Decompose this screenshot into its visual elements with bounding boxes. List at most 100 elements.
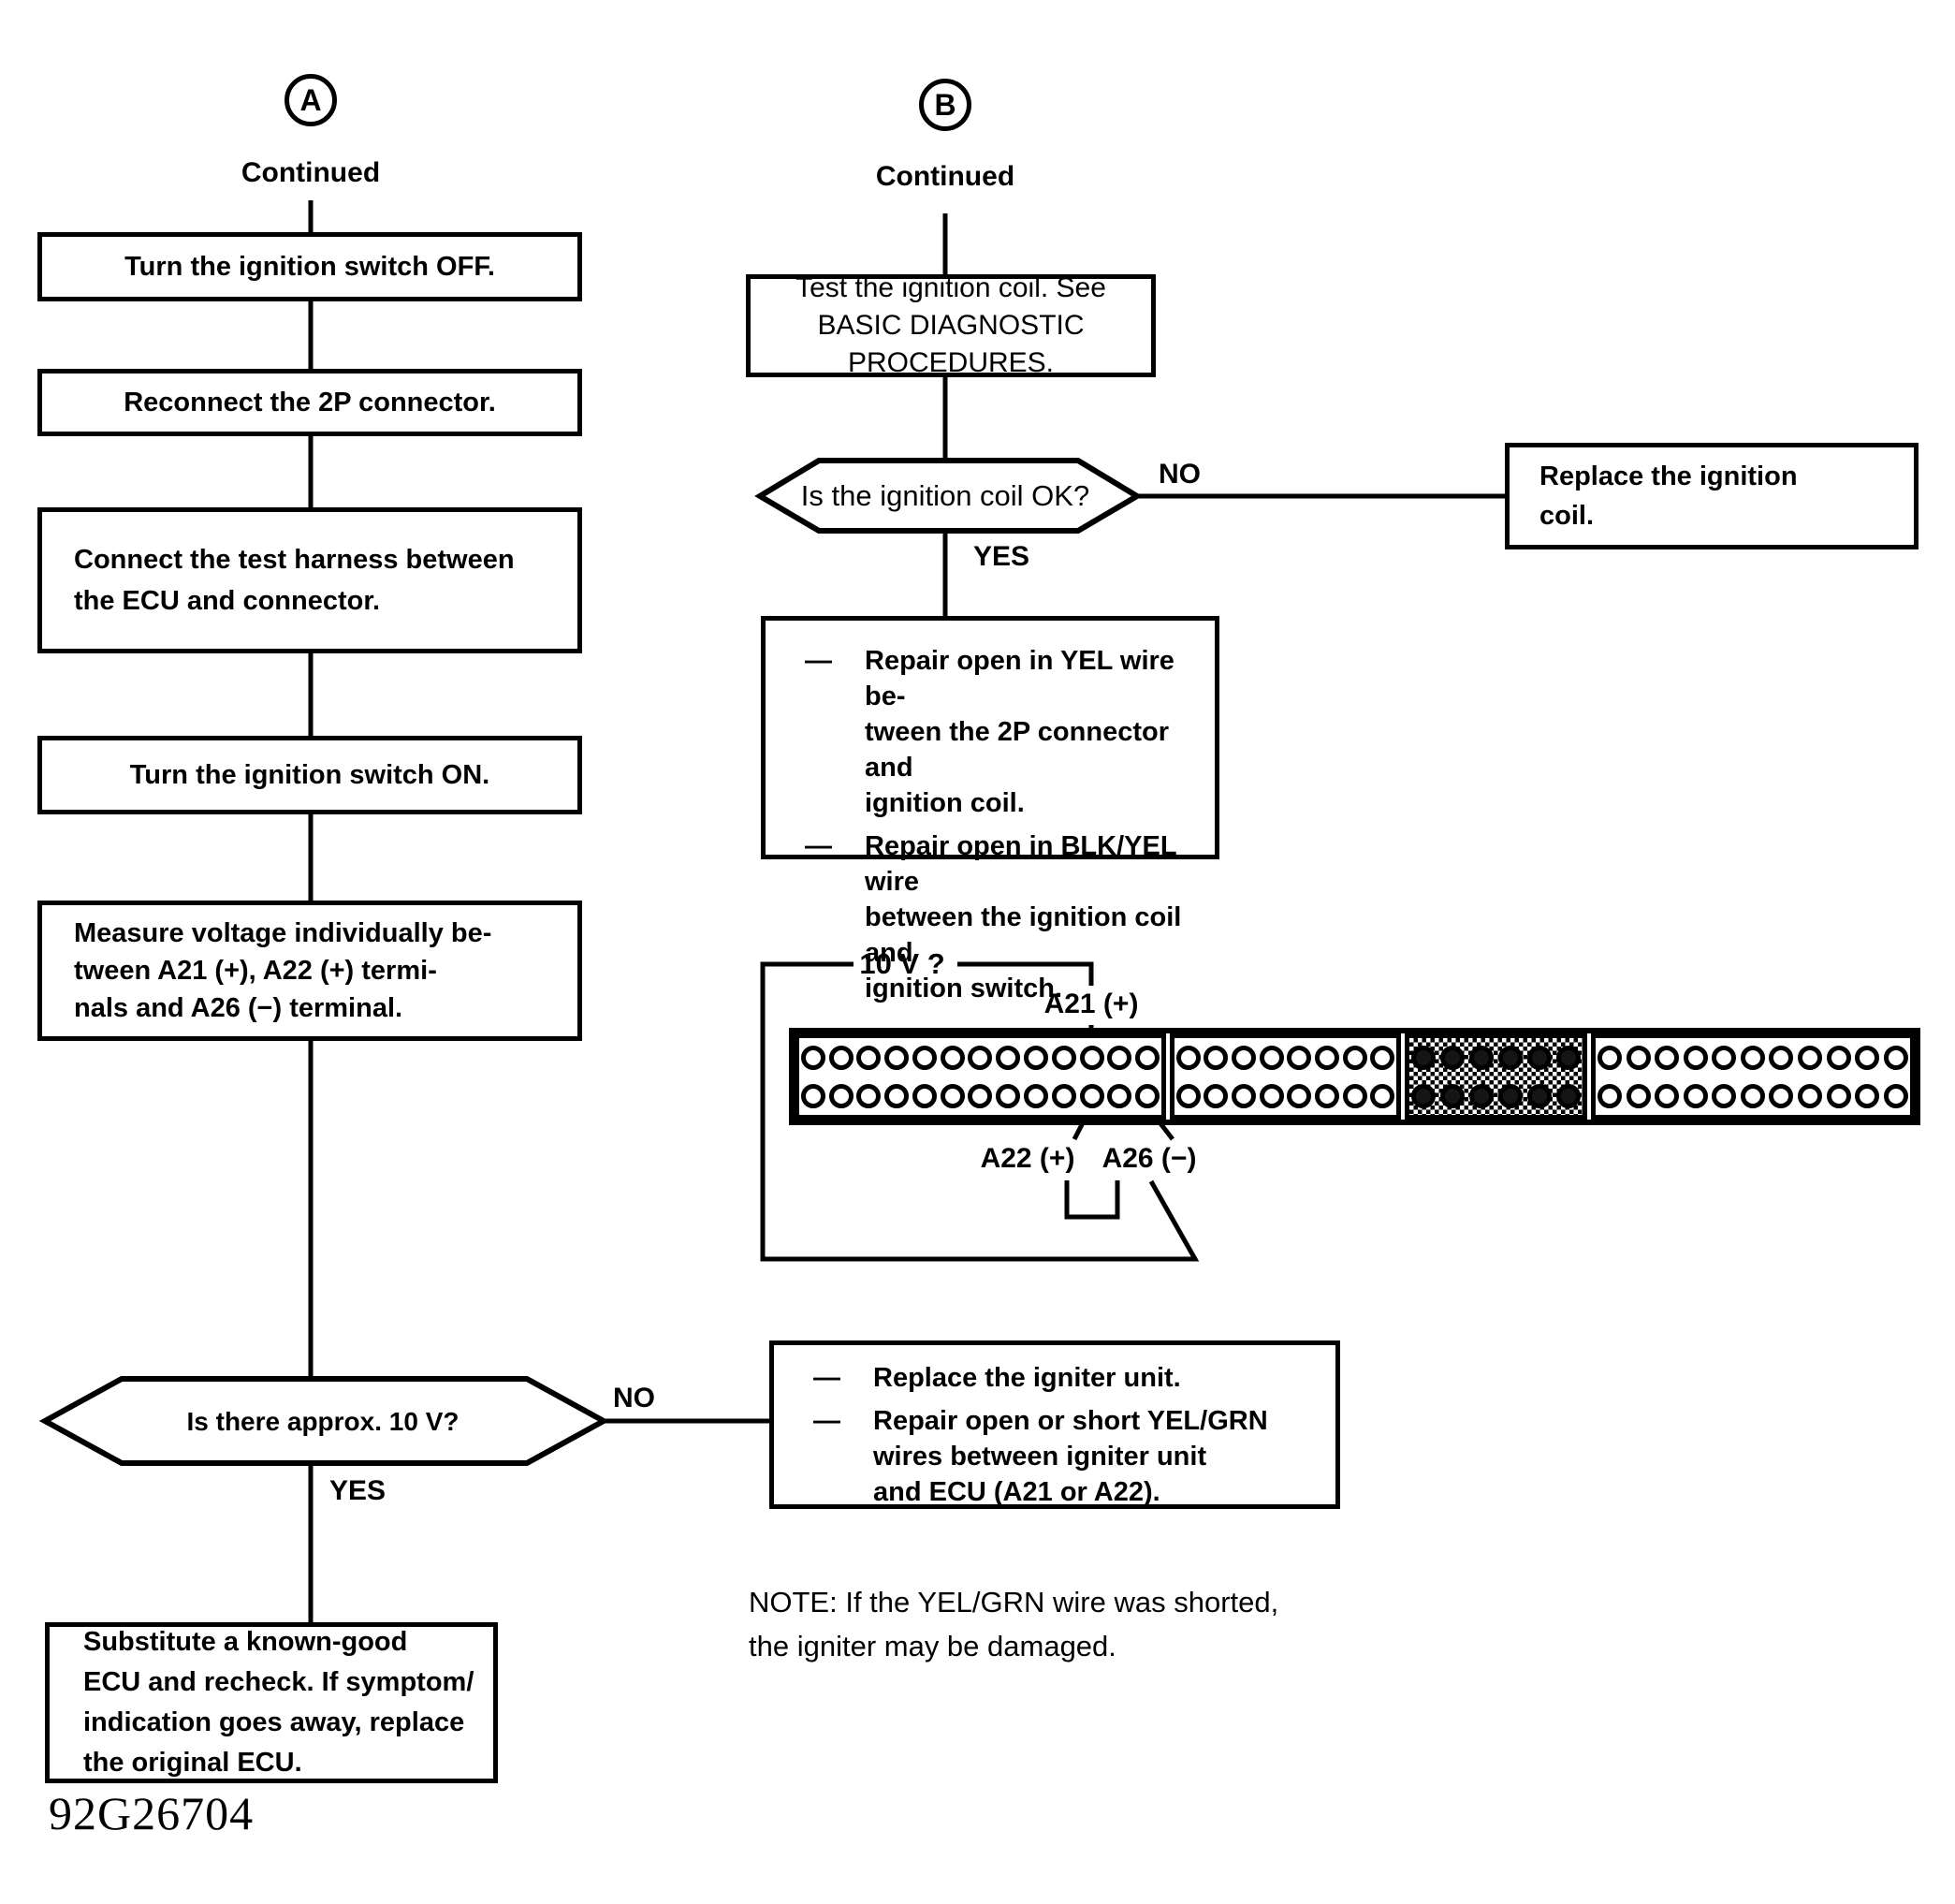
connector-pin — [1469, 1083, 1495, 1108]
igniter-item: — Replace the igniter unit. — [774, 1360, 1335, 1396]
connector-pin — [1683, 1083, 1708, 1108]
igniter-item: — Repair open or short YEL/GRN wires bet… — [774, 1403, 1335, 1510]
connector-pin-row — [799, 1045, 1161, 1070]
bullet-dash: — — [813, 1363, 840, 1393]
decision-approx-10v: Is there approx. 10 V? — [186, 1406, 460, 1436]
connector-pin — [1259, 1045, 1284, 1070]
connector-pin — [1175, 1045, 1201, 1070]
connector-pin — [1826, 1045, 1851, 1070]
connector-pin — [996, 1045, 1021, 1070]
connector-pin — [1079, 1083, 1104, 1108]
note-text: NOTE: If the YEL/GRN wire was shorted, t… — [749, 1586, 1279, 1662]
connector-pin — [800, 1045, 825, 1070]
decision-b-yes-label: YES — [973, 541, 1030, 572]
connector-pin — [1826, 1083, 1851, 1108]
connector-pin — [1497, 1083, 1523, 1108]
connector-pin — [1855, 1083, 1880, 1108]
result-replace-ignition-coil: Replace the ignition coil. — [1505, 443, 1919, 549]
step-test-ignition-coil: Test the ignition coil. See BASIC DIAGNO… — [746, 272, 1156, 378]
result-repair-yel-wires: — Repair open in YEL wire be- tween the … — [761, 616, 1219, 1003]
connector-block-1 — [795, 1033, 1166, 1120]
connector-pin — [1024, 1083, 1048, 1108]
pin-a22-label: A22 (+) — [980, 1143, 1075, 1174]
repair-item: — Repair open in BLK/YEL wire between th… — [766, 828, 1215, 1006]
connector-pin — [1598, 1045, 1623, 1070]
decision-a-no-label: NO — [613, 1383, 655, 1413]
connector-pin-row — [799, 1083, 1161, 1108]
connector-pin — [1555, 1083, 1581, 1108]
connector-pin — [1655, 1083, 1680, 1108]
decision-hexagon-b — [754, 458, 1143, 534]
connector-pin — [1469, 1045, 1495, 1070]
step-measure-voltage: Measure voltage individually be- tween A… — [37, 901, 582, 1041]
connector-pin — [1797, 1045, 1822, 1070]
connector-block-2 — [1170, 1033, 1401, 1120]
voltage-question-label: 10 V ? — [859, 947, 945, 980]
connector-pin — [1883, 1083, 1908, 1108]
pin-a26-label: A26 (−) — [1102, 1143, 1197, 1174]
marker-b-letter: B — [934, 87, 956, 122]
connector-pin — [1135, 1045, 1160, 1070]
connector-pin — [1440, 1083, 1466, 1108]
connector-pin — [1232, 1083, 1257, 1108]
connector-pin — [1259, 1083, 1284, 1108]
connector-pin — [1024, 1045, 1048, 1070]
decision-hexagon-a — [38, 1376, 610, 1466]
connector-pin — [1526, 1083, 1552, 1108]
connector-pin — [1204, 1083, 1229, 1108]
continuation-marker-b: B — [919, 79, 971, 131]
connector-pin — [884, 1045, 910, 1070]
connector-block-4 — [1591, 1033, 1915, 1120]
connector-pin-row — [1596, 1083, 1910, 1108]
connector-pin — [1855, 1045, 1880, 1070]
connector-pin — [1107, 1083, 1132, 1108]
continued-label-a: Continued — [241, 157, 381, 188]
connector-pin — [1135, 1083, 1160, 1108]
connector-pin-row — [1174, 1083, 1396, 1108]
connector-pin — [1107, 1045, 1132, 1070]
connector-pin-row — [1596, 1045, 1910, 1070]
ecu-connector — [789, 1028, 1920, 1125]
connector-pin — [1626, 1083, 1651, 1108]
connector-pin — [1740, 1045, 1765, 1070]
connector-pin — [1051, 1045, 1076, 1070]
connector-pin — [1555, 1045, 1581, 1070]
connector-pin — [1411, 1045, 1437, 1070]
connector-pin — [940, 1045, 965, 1070]
connector-pin — [1497, 1045, 1523, 1070]
step-turn-ignition-on: Turn the ignition switch ON. — [37, 736, 582, 814]
connector-pin — [800, 1083, 825, 1108]
connector-pin — [1797, 1083, 1822, 1108]
connector-pin — [884, 1083, 910, 1108]
bullet-dash: — — [805, 831, 832, 861]
connector-pin — [996, 1083, 1021, 1108]
connector-pin — [828, 1083, 853, 1108]
measure-bracket-line — [760, 961, 1200, 1262]
connector-pin — [968, 1045, 993, 1070]
connector-pin — [1370, 1083, 1395, 1108]
connector-pin — [1683, 1045, 1708, 1070]
bullet-dash: — — [813, 1406, 840, 1436]
measure-u-bracket — [1064, 1180, 1120, 1220]
bullet-dash: — — [805, 646, 832, 676]
bullet-text: Replace the igniter unit. — [873, 1363, 1181, 1393]
connector-pin-row — [1409, 1083, 1583, 1108]
step-reconnect-2p-connector: Reconnect the 2P connector. — [37, 369, 582, 436]
bullet-text: Repair open in YEL wire be- tween the 2P… — [865, 646, 1174, 818]
connector-pin — [1883, 1045, 1908, 1070]
connector-pin — [1740, 1083, 1765, 1108]
pin-a21-label: A21 (+) — [1043, 989, 1139, 1019]
connector-pin — [1626, 1045, 1651, 1070]
decision-ignition-coil-ok: Is the ignition coil OK? — [800, 479, 1090, 512]
connector-pin — [912, 1045, 937, 1070]
decision-a-yes-label: YES — [329, 1475, 387, 1506]
connector-pin — [940, 1083, 965, 1108]
connector-pin — [912, 1083, 937, 1108]
bullet-text: Repair open or short YEL/GRN wires betwe… — [873, 1406, 1268, 1507]
result-replace-igniter: — Replace the igniter unit. — Repair ope… — [769, 1340, 1340, 1509]
connector-pin — [1411, 1083, 1437, 1108]
connector-pin — [856, 1045, 882, 1070]
connector-pin — [1342, 1045, 1367, 1070]
connector-pin — [1712, 1083, 1737, 1108]
